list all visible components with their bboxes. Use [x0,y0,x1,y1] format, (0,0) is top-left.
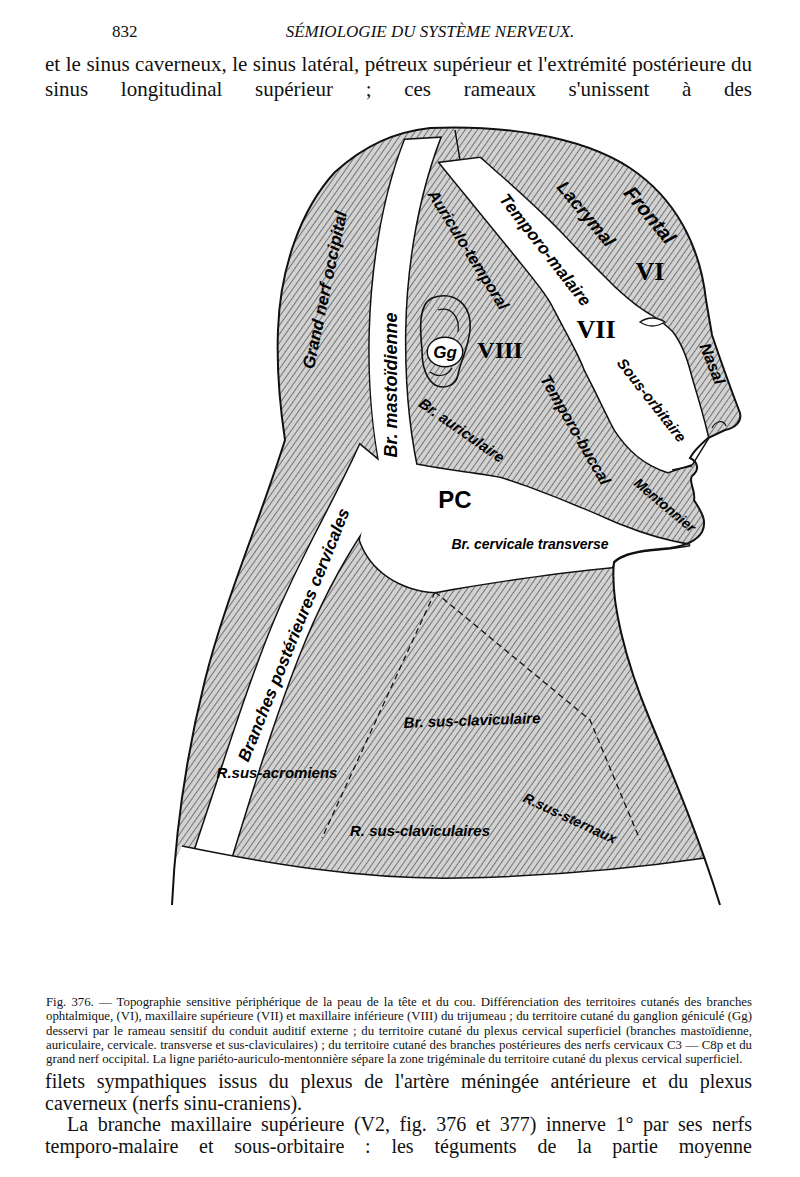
white-zones [150,138,732,907]
plexus-label: PC [438,488,471,512]
ganglion-label: Gg [433,344,457,361]
nerve-label: Frontal [621,183,680,248]
nerve-label: Grand nerf occipital [300,210,350,371]
lower-blank [150,846,732,907]
branch-numeral: VIII [477,338,522,362]
nerve-label: Br. cervicale transverse [451,537,608,551]
geniculate-zone-fill [428,338,462,366]
running-head: SÉMIOLOGIE DU SYSTÈME NERVEUX. [230,22,630,42]
nerve-label: Temporo-buccal [537,372,613,487]
branch-numeral: VII [576,317,615,343]
nerve-label: Auriculo-temporal [425,187,512,312]
hatched-skin [172,127,740,905]
nerve-label: R. sus-claviculaires [350,823,490,838]
mastoid-zone [370,138,440,490]
mastoid-zone-fill [370,138,440,490]
ear-outline [421,296,471,387]
white-zone-borders [195,138,708,862]
silhouette-outline [172,127,740,905]
nerve-label: Br. sus-claviculaire [403,710,540,730]
figure-caption: Fig. 376. — Topographie sensitive périph… [46,995,752,1066]
nerve-label: R.sus-acromiens [217,765,338,780]
page-number: 832 [112,22,138,42]
vertex-line [455,130,460,160]
body-text: filets sympathiques issus du plexus de l… [45,1071,752,1114]
nostril [712,422,726,428]
nerve-label: R.sus-sternaux [521,790,619,845]
geniculate-zone [428,338,462,366]
nerve-label: Branches postérieures cervicales [235,506,352,764]
eye [640,318,665,326]
nerve-label: Lacrymal [554,178,619,250]
body-text: et le sinus caverneux, le sinus latéral,… [45,52,752,102]
hatch-lower-edge [182,846,705,878]
branch-numeral: VI [636,259,665,285]
nerve-label: Mentonnier [632,475,699,534]
body-text: La branche maxillaire supérieure (V2, fi… [45,1114,752,1157]
mouth-line [672,466,692,470]
nerve-label: Nasal [697,341,728,387]
nerve-label: Sous-orbitaire [615,355,689,444]
nerve-label: Br. mastoïdienne [382,312,400,457]
nerve-label: Br. auriculaire [417,395,508,465]
